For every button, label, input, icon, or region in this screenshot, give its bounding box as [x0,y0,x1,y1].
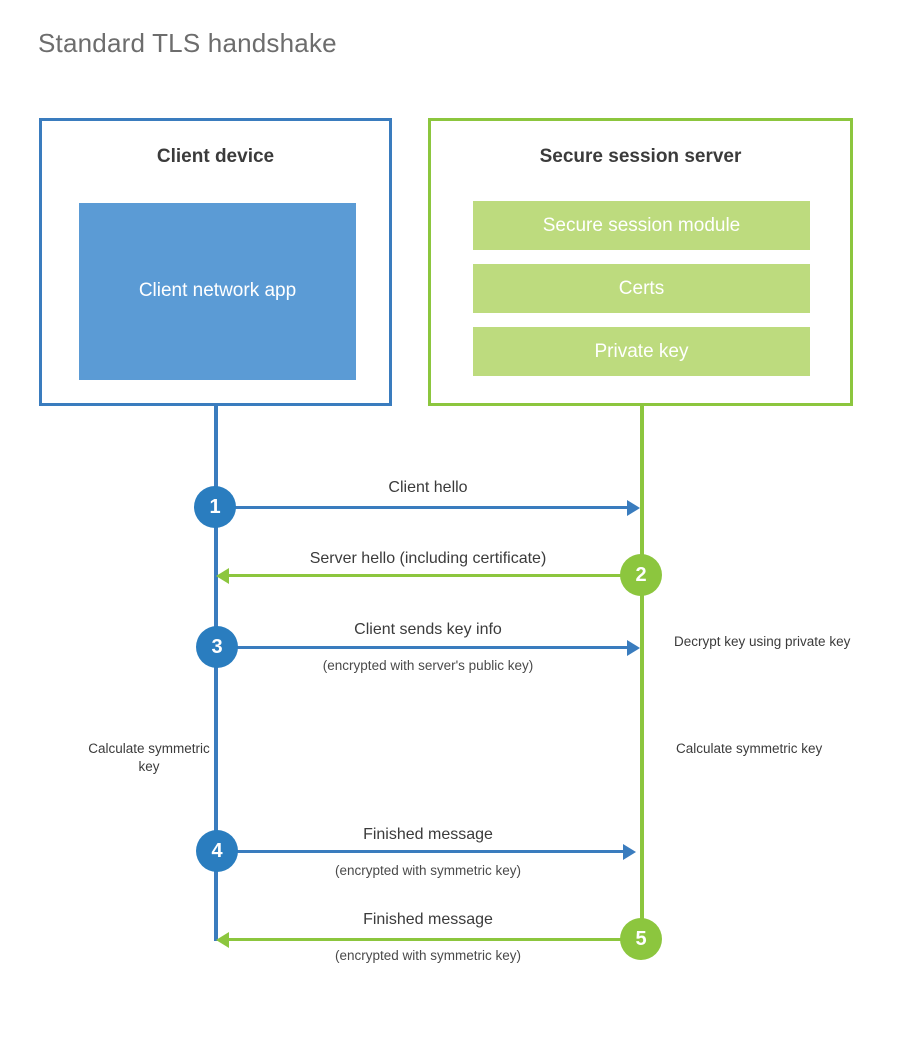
step-1-arrow-head-icon [627,499,640,516]
client-device-title: Client device [156,146,275,167]
server-module-certs: Certs [473,264,810,313]
secure-session-server-title: Secure session server [539,146,742,167]
client-device-box: Client device Client network app [39,118,392,406]
client-network-app-block: Client network app [79,203,356,380]
server-lifeline [640,403,644,941]
step-3-arrow-line [216,646,628,649]
step-4-circle: 4 [196,830,238,872]
step-4-arrow-head-icon [623,843,636,860]
step-1-label: Client hello [388,479,468,496]
annotation-client-calculate-symmetric-key: Calculate symmetric key [88,741,210,775]
step-2-arrow-line [229,574,628,577]
step-5-arrow-line [229,938,628,941]
step-2-circle: 2 [620,554,662,596]
server-module-private-key: Private key [473,327,810,376]
step-3-sublabel: (encrypted with server's public key) [322,658,534,673]
secure-session-server-box: Secure session server Secure session mod… [428,118,853,406]
step-2-label: Server hello (including certificate) [309,550,547,567]
step-4-arrow-line [216,850,624,853]
step-3-arrow-head-icon [627,639,640,656]
client-lifeline [214,403,218,941]
page-title: Standard TLS handshake [38,28,337,58]
step-4-label: Finished message [363,826,493,843]
step-3-label: Client sends key info [354,621,502,638]
step-5-circle: 5 [620,918,662,960]
step-5-label: Finished message [363,911,493,928]
annotation-server-calculate-symmetric-key: Calculate symmetric key [676,741,823,756]
step-1-arrow-line [216,506,628,509]
step-1-circle: 1 [194,486,236,528]
step-5-sublabel: (encrypted with symmetric key) [334,948,522,963]
annotation-decrypt-key: Decrypt key using private key [674,634,851,649]
server-module-secure-session-module: Secure session module [473,201,810,250]
step-5-arrow-head-icon [216,931,229,948]
step-2-arrow-head-icon [216,567,229,584]
step-4-sublabel: (encrypted with symmetric key) [334,863,522,878]
step-3-circle: 3 [196,626,238,668]
